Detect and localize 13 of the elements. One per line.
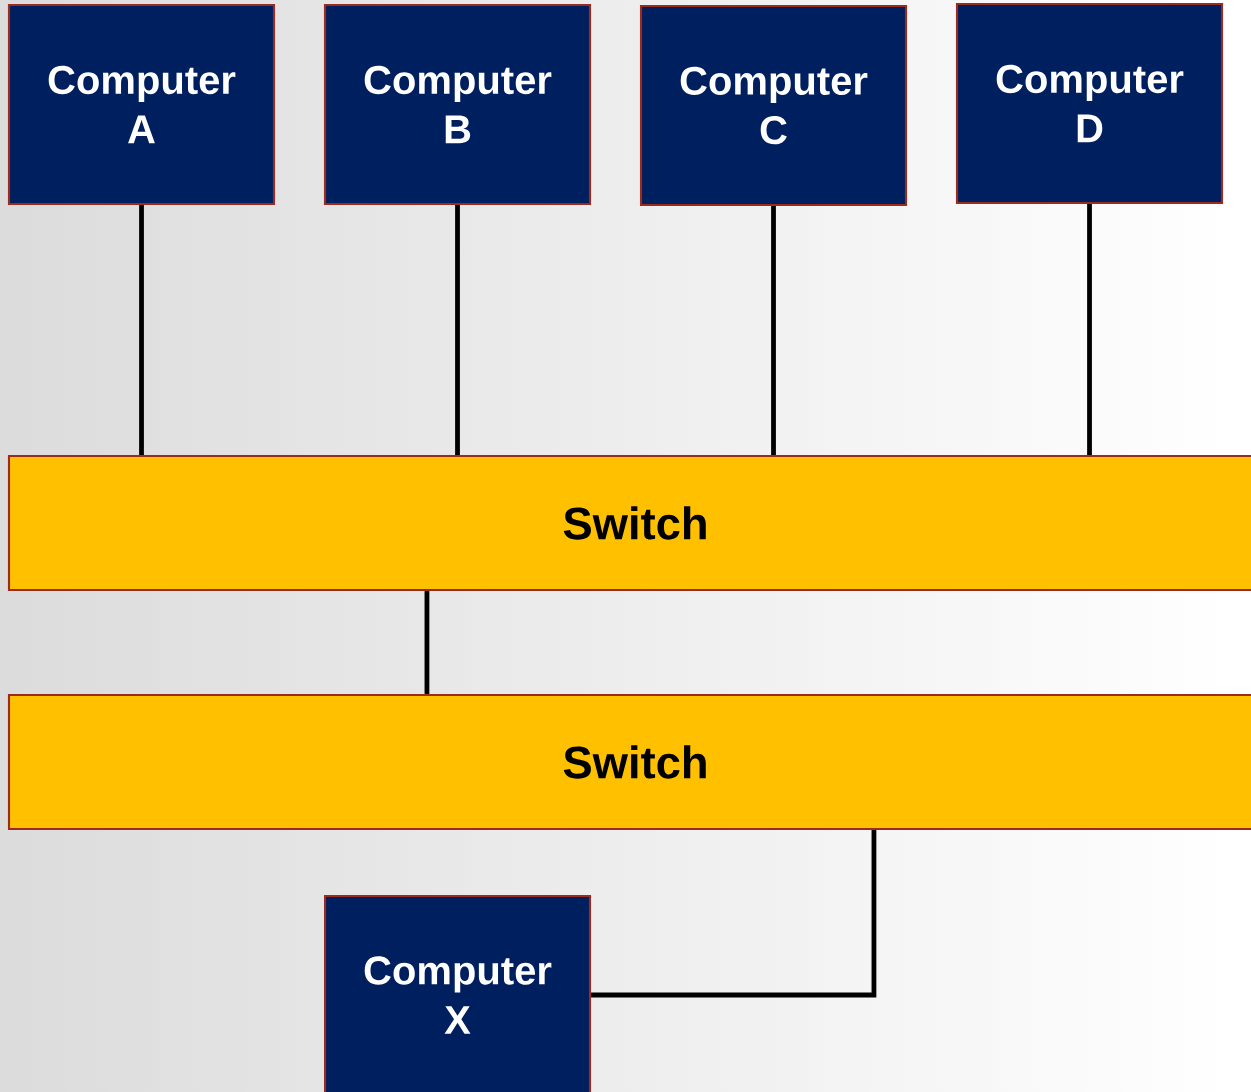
computer-box: Computer B bbox=[323, 3, 592, 206]
connector-line bbox=[139, 205, 144, 455]
connector-line bbox=[1087, 204, 1092, 455]
computer-box: Computer X bbox=[323, 894, 592, 1092]
connector-line bbox=[591, 830, 877, 998]
switch-bar: Switch bbox=[7, 693, 1251, 831]
computer-box: Computer D bbox=[955, 2, 1224, 205]
connector-line bbox=[455, 205, 460, 455]
switch-bar: Switch bbox=[7, 454, 1251, 592]
computer-box: Computer C bbox=[639, 4, 908, 207]
computer-box: Computer A bbox=[7, 3, 276, 206]
connector-line bbox=[424, 591, 430, 694]
connector-line bbox=[771, 206, 776, 455]
